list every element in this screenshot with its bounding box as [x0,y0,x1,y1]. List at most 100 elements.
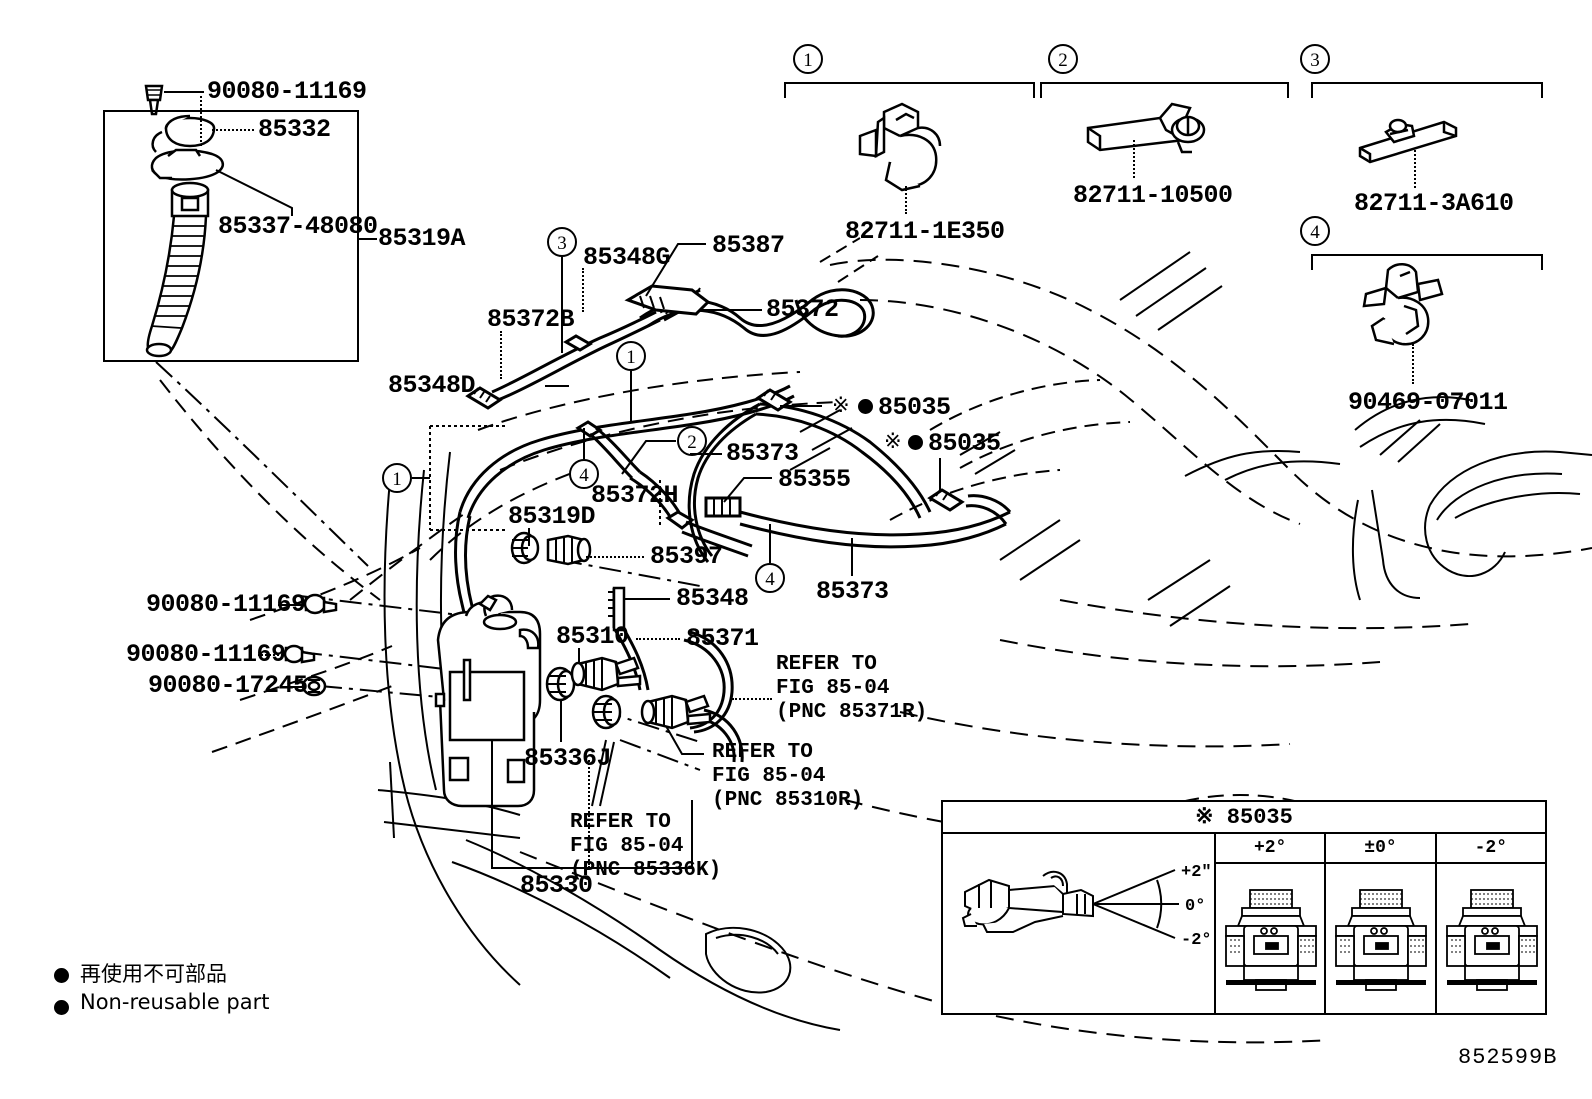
label-85319d: 85319D [508,502,596,531]
label-85387: 85387 [712,231,785,260]
label-85035-a: 85035 [878,393,951,422]
label-85336j: 85336J [524,744,612,773]
leader-85035-a [780,405,822,407]
callout-circle-4-group: 4 [1300,216,1330,246]
refer-85310r-line1: REFER TO [712,741,813,764]
label-bolt-top: 90080-11169 [207,77,367,106]
inset-col-minus2-header: -2° [1436,834,1545,864]
legend-text-en: Non-reusable part [80,990,270,1014]
callout-circle-3-hose: 3 [547,227,577,257]
legend-text-jp: 再使用不可部品 [80,962,227,986]
nozzle-view-minus2 [1445,889,1538,991]
label-85372h: 85372H [591,481,679,510]
nozzle-view-plus2 [1225,889,1317,991]
callout-circle-1-hose: 1 [616,341,646,371]
label-85348g: 85348G [583,243,671,272]
leader-85348 [624,598,670,600]
label-85310: 85310 [556,622,629,651]
leader-85330-tick [588,760,590,868]
label-85035-b: 85035 [928,429,1001,458]
leader-85336j [560,700,562,742]
label-82711-3a610: 82711-3A610 [1354,189,1514,218]
label-85397: 85397 [650,542,723,571]
inset-title: ※ 85035 [943,802,1545,834]
inset-col-minus2-figure [1437,864,1545,1015]
leader-bolt-1 [278,604,306,606]
label-85348: 85348 [676,584,749,613]
callout-circle-3-group: 3 [1300,44,1330,74]
leader-bolt-top [164,91,204,93]
leader-bolt-3 [280,686,304,688]
label-85319a: 85319A [378,224,466,253]
inset-col-minus2: -2° [1436,834,1545,1015]
leader-bolt-2 [258,654,286,656]
leader-85397 [586,556,644,558]
asterisk-icon-85035-a: ※ [832,393,850,417]
callout-circle-1-left: 1 [382,463,412,493]
label-85332: 85332 [258,115,331,144]
leader-bolt-top-drop [200,96,202,146]
label-85373-a: 85373 [726,439,799,468]
label-85371: 85371 [686,624,759,653]
leader-85348d [545,385,569,387]
refer-85336k-line3: (PNC 85336K) [570,859,722,882]
svg-text:-2°: -2° [1181,931,1212,950]
leader-85373-a [690,453,722,455]
callout-circle-2-group: 2 [1048,44,1078,74]
refer-85371r-line1: REFER TO [776,653,877,676]
label-85355: 85355 [778,465,851,494]
inset-nozzle-angle-diagram: +2" 0° -2° [943,834,1216,1015]
leader-82711-3a610 [1414,150,1416,188]
bracket-group-2 [1040,82,1289,98]
inset-col-zero: ±0° [1326,834,1437,1015]
leader-85332 [212,129,254,131]
inset-col-plus2: +2° [1216,834,1327,1015]
group-85319a-box [103,110,359,362]
label-85337: 85337-48080 [218,212,378,241]
label-85372: 85372 [766,295,839,324]
leader-85372b [500,331,502,379]
inset-col-zero-header: ±0° [1326,834,1435,864]
nozzle-adjustment-inset: ※ 85035 [941,800,1547,1015]
leader-85371 [636,638,680,640]
nozzle-view-zero [1335,889,1428,991]
leader-callout1-hose [630,371,632,421]
label-85348d: 85348D [388,371,476,400]
inset-col-plus2-figure [1216,864,1324,1015]
label-85372b: 85372B [487,305,575,334]
callout-circle-4-hose-b: 4 [755,563,785,593]
nonreusable-dot-85035-b [908,435,923,450]
leader-85319a [359,238,377,240]
nozzle-spray-angle-svg: +2" 0° -2° [961,863,1212,950]
refer-85371r-line3: (PNC 85371R) [776,701,928,724]
refer-85336k-line1: REFER TO [570,811,671,834]
label-bolt-3: 90080-17245 [148,671,308,700]
leader-85319d [528,528,530,546]
leader-refer-85371r [732,698,772,700]
refer-85310r-line2: FIG 85-04 [712,765,826,788]
asterisk-icon-85035-b: ※ [884,429,902,453]
bracket-group-1 [784,82,1035,98]
refer-85371r-line2: FIG 85-04 [776,677,890,700]
callout-circle-2-hose: 2 [677,426,707,456]
leader-82711-10500 [1133,140,1135,178]
leader-85348g [582,268,584,312]
